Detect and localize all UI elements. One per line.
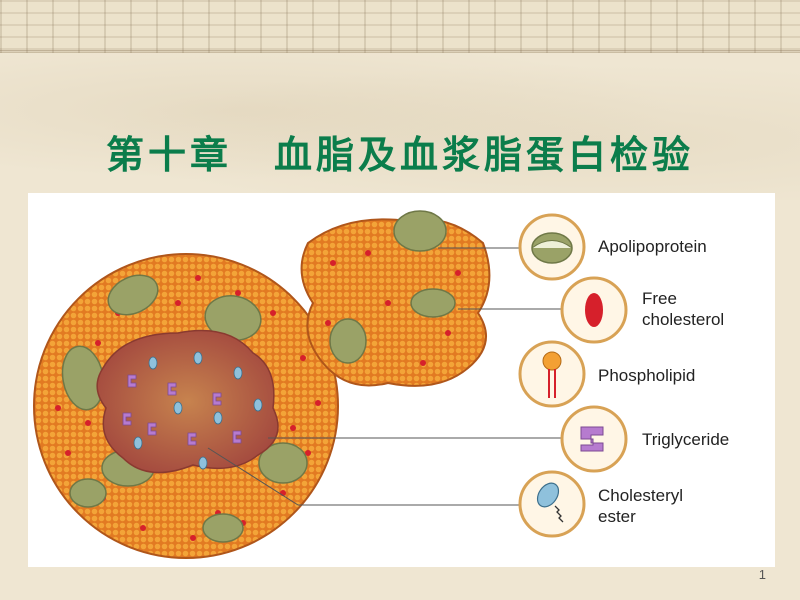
legend-triglyceride (560, 405, 628, 473)
legend-apolipoprotein (518, 213, 586, 281)
slide-title: 第十章 血脂及血浆脂蛋白检验 (105, 132, 694, 177)
legend-free-cholesterol (560, 276, 628, 344)
lipoprotein-diagram: Apolipoprotein Free cholesterol Phosphol… (28, 193, 775, 567)
leader-lines (207, 247, 568, 506)
membrane-fragment (300, 210, 491, 387)
legend-cholesteryl-ester (518, 470, 586, 538)
background-pattern (0, 50, 800, 200)
label-cholesteryl-ester-line2: ester (598, 507, 636, 526)
page-number: 1 (758, 567, 766, 582)
legend-phospholipid (518, 340, 586, 408)
label-apolipoprotein: Apolipoprotein (598, 237, 707, 256)
lipoprotein-particle (33, 253, 339, 559)
label-triglyceride: Triglyceride (642, 430, 730, 449)
label-phospholipid: Phospholipid (598, 366, 696, 385)
decorative-border (0, 0, 800, 53)
label-free-cholesterol-line1: Free (642, 289, 677, 308)
lipoprotein-illustration (33, 210, 628, 559)
label-free-cholesterol-line2: cholesterol (642, 310, 725, 329)
label-cholesteryl-ester-line1: Cholesteryl (598, 486, 684, 505)
